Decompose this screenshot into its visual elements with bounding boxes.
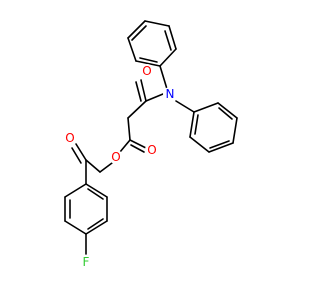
phenyl-ring-top	[127, 20, 177, 90]
atom-N: N	[163, 87, 177, 101]
bond-inner	[218, 107, 233, 120]
bond	[159, 65, 168, 90]
bond-co-amide-double	[135, 81, 142, 102]
bond	[85, 183, 108, 198]
bond	[159, 48, 177, 67]
bond	[189, 136, 210, 153]
phenyl-ring-right	[175, 100, 238, 153]
bond	[144, 20, 170, 27]
structure-drawing: O N O O O F	[63, 20, 238, 269]
bond	[135, 60, 161, 67]
bond	[127, 117, 131, 141]
bond	[85, 159, 101, 173]
bond-co-ester-double	[130, 144, 145, 153]
atom-label: O	[111, 150, 120, 164]
bond-inner	[209, 140, 230, 149]
bond-inner	[194, 114, 199, 135]
fluorophenyl-ring	[64, 183, 108, 255]
bond	[127, 37, 137, 62]
bond-inner	[87, 218, 104, 230]
atom-F: F	[79, 255, 93, 269]
bond	[193, 102, 219, 113]
bond-n-c	[145, 93, 164, 102]
bond	[208, 142, 234, 153]
chain	[71, 79, 164, 185]
bond-inner	[139, 57, 158, 63]
atom-O-ester-bridge: O	[109, 150, 123, 164]
atom-label: O	[142, 64, 151, 78]
atom-O-ester-carbonyl: O	[145, 143, 159, 157]
bond	[175, 100, 195, 113]
bond-o-ch2	[99, 162, 113, 173]
bond-inner	[131, 25, 147, 41]
bond	[189, 111, 195, 138]
bond-c-o	[119, 139, 131, 153]
bond-co-ester	[129, 139, 147, 149]
bond	[64, 183, 87, 198]
bond	[127, 20, 146, 39]
bond	[64, 220, 87, 235]
bond-inner	[87, 188, 104, 200]
atom-label: O	[65, 131, 74, 145]
molecule-diagram: O N O O O F	[63, 20, 238, 269]
bond	[232, 117, 238, 144]
bond-inner	[164, 30, 172, 51]
atom-label: F	[83, 255, 90, 269]
atom-O-ketone: O	[63, 131, 77, 145]
bond-co-ketone-double	[71, 147, 82, 164]
bond-co-amide	[140, 79, 147, 102]
bond	[168, 25, 177, 50]
bond	[217, 102, 238, 119]
atom-label: N	[166, 87, 175, 101]
atom-O-amide: O	[140, 64, 154, 78]
atom-label: O	[147, 143, 156, 157]
bond-co-ketone	[75, 143, 87, 161]
bond	[85, 220, 108, 235]
bond	[127, 100, 147, 119]
